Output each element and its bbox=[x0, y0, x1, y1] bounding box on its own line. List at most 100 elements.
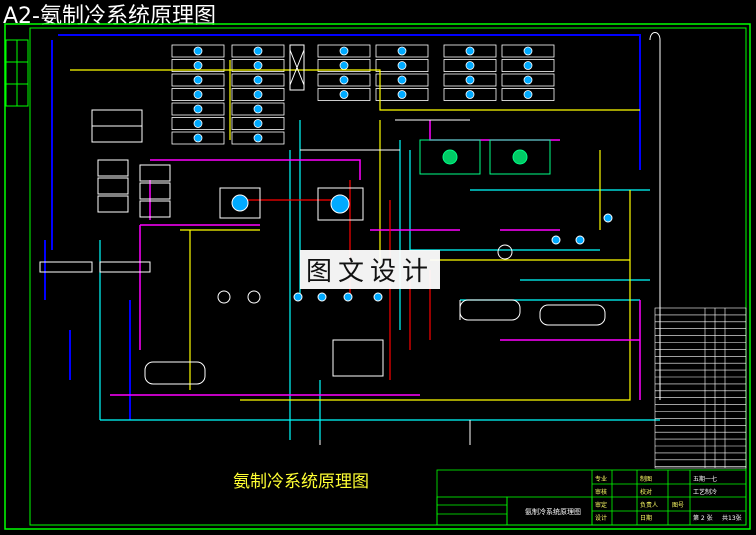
title-block bbox=[436, 469, 747, 526]
fan-icon bbox=[253, 61, 263, 70]
title-block-label: 制图 bbox=[640, 475, 652, 483]
air-cooler bbox=[443, 44, 497, 58]
low-pressure-receiver bbox=[144, 361, 206, 385]
air-cooler bbox=[231, 117, 285, 130]
pipe-liquid bbox=[70, 60, 640, 401]
pumps bbox=[217, 213, 613, 304]
fan-icon bbox=[253, 119, 263, 128]
title-block-drawing-title: 氨制冷系统原理图 bbox=[525, 507, 581, 516]
air-cooler bbox=[231, 44, 285, 58]
fan-icon bbox=[339, 46, 349, 56]
title-block-label: 专业 bbox=[595, 475, 607, 483]
fan-icon bbox=[339, 61, 349, 70]
air-cooler bbox=[171, 131, 225, 145]
fan-icon bbox=[465, 61, 475, 70]
air-cooler bbox=[231, 102, 285, 116]
air-cooler bbox=[317, 59, 371, 72]
title-block-label: 负责人 bbox=[640, 501, 658, 509]
fan-icon bbox=[523, 61, 533, 70]
cooling-fan bbox=[289, 44, 305, 91]
title-block-label: 图号 bbox=[672, 502, 684, 509]
fan-icon bbox=[397, 90, 407, 99]
air-cooler bbox=[375, 88, 429, 101]
left-margin-boxes bbox=[5, 39, 29, 107]
air-cooler bbox=[443, 73, 497, 87]
air-cooler bbox=[501, 88, 555, 101]
condenser-2 bbox=[489, 139, 551, 175]
fan-icon bbox=[465, 90, 475, 99]
title-block-total: 共13张 bbox=[722, 514, 742, 522]
air-cooler bbox=[171, 102, 225, 116]
drawing-frame bbox=[4, 23, 751, 530]
inner-frame bbox=[29, 27, 747, 526]
air-cooler bbox=[501, 59, 555, 72]
air-cooler bbox=[317, 44, 371, 58]
fan-icon bbox=[193, 119, 203, 128]
title-block-sheet-no: 第 2 张 bbox=[693, 514, 713, 522]
title-block-stage: 工艺制冷 bbox=[693, 488, 717, 496]
air-cooler bbox=[317, 88, 371, 101]
pipe-water bbox=[44, 34, 641, 420]
air-cooler bbox=[375, 44, 429, 58]
air-cooler bbox=[231, 131, 285, 145]
fan-icon bbox=[193, 46, 203, 56]
compressor-unit-1 bbox=[219, 187, 261, 219]
condenser-1 bbox=[419, 139, 481, 175]
fan-icon bbox=[253, 46, 263, 56]
fan-icon bbox=[465, 75, 475, 85]
intercooler bbox=[332, 339, 384, 377]
air-cooler bbox=[501, 73, 555, 87]
air-cooler bbox=[171, 88, 225, 101]
air-cooler bbox=[501, 44, 555, 58]
equipment-table bbox=[654, 307, 747, 469]
fan-icon bbox=[253, 104, 263, 114]
air-cooler-bank-1 bbox=[171, 44, 555, 145]
air-cooler bbox=[443, 59, 497, 72]
air-cooler bbox=[231, 73, 285, 87]
fan-icon bbox=[193, 104, 203, 114]
fan-icon bbox=[193, 61, 203, 70]
drawing-name: 氨制冷系统原理图 bbox=[233, 472, 369, 492]
air-cooler bbox=[171, 117, 225, 130]
fan-icon bbox=[523, 75, 533, 85]
receiver-1 bbox=[459, 299, 521, 321]
fan-icon bbox=[523, 90, 533, 99]
title-block-project: 五期一七 bbox=[693, 475, 717, 483]
compressor-unit-2 bbox=[317, 187, 364, 221]
title-block-label: 日期 bbox=[640, 514, 652, 522]
receiver-2 bbox=[539, 304, 606, 326]
title-block-label: 审定 bbox=[595, 501, 607, 509]
air-cooler bbox=[231, 59, 285, 72]
air-cooler bbox=[171, 44, 225, 58]
fan-icon bbox=[397, 46, 407, 56]
fan-icon bbox=[193, 75, 203, 85]
fan-icon bbox=[397, 61, 407, 70]
air-cooler bbox=[171, 59, 225, 72]
fan-icon bbox=[193, 133, 203, 143]
air-cooler bbox=[443, 88, 497, 101]
distributors bbox=[39, 261, 151, 273]
title-block-label: 校对 bbox=[640, 488, 652, 496]
fan-icon bbox=[523, 46, 533, 56]
watermark: 图文设计 bbox=[300, 250, 441, 289]
sheet-title: A2-氨制冷系统原理图 bbox=[3, 4, 216, 29]
fan-icon bbox=[339, 75, 349, 85]
fan-icon bbox=[397, 75, 407, 85]
air-cooler bbox=[375, 73, 429, 87]
air-cooler bbox=[171, 73, 225, 87]
fan-icon bbox=[465, 46, 475, 56]
fan-icon bbox=[193, 90, 203, 99]
title-block-label: 审核 bbox=[595, 488, 607, 496]
fan-icon bbox=[253, 133, 263, 143]
title-block-label: 设计 bbox=[595, 514, 607, 522]
air-cooler bbox=[231, 88, 285, 101]
small-coolers bbox=[91, 109, 171, 218]
fan-icon bbox=[253, 90, 263, 99]
fan-icon bbox=[339, 90, 349, 99]
fan-icon bbox=[253, 75, 263, 85]
pipe-discharge bbox=[240, 180, 431, 380]
air-cooler bbox=[317, 73, 371, 87]
air-cooler bbox=[375, 59, 429, 72]
pipe-header bbox=[300, 32, 661, 445]
